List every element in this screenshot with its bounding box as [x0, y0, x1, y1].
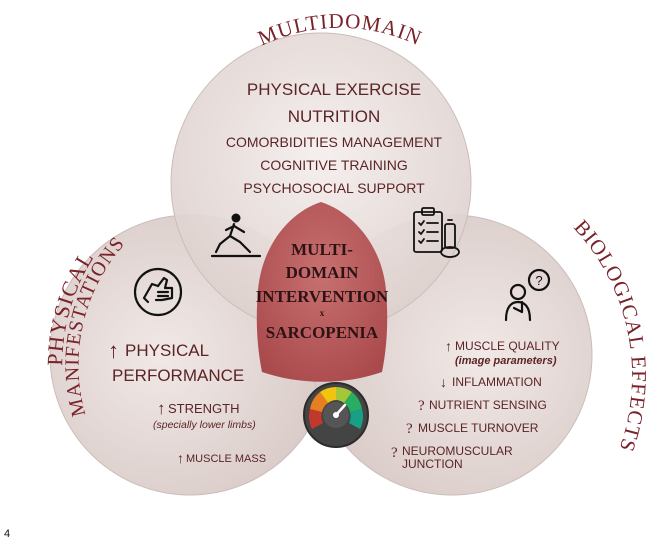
inflammation-label: INFLAMMATION: [452, 375, 542, 389]
figure-number: 4: [4, 528, 10, 540]
muscle-mass-label: MUSCLE MASS: [186, 453, 266, 465]
center-label: MULTI- DOMAIN INTERVENTION x SARCOPENIA: [256, 240, 389, 342]
thinking-person-icon: ?: [504, 268, 551, 322]
physical-performance-line2: PERFORMANCE: [112, 366, 244, 385]
arrow-up-muscle-quality: ↑: [445, 338, 452, 354]
question-turnover: ?: [406, 421, 413, 437]
top-item-comorbidities: COMORBIDITIES MANAGEMENT: [226, 134, 443, 150]
top-item-exercise: PHYSICAL EXERCISE: [247, 80, 421, 99]
muscle-quality-label: MUSCLE QUALITY: [455, 339, 560, 353]
gauge-meter-icon: [303, 382, 369, 448]
top-item-nutrition: NUTRITION: [288, 107, 381, 126]
center-line-3: INTERVENTION: [256, 287, 389, 306]
question-neuromuscular: ?: [391, 445, 398, 461]
arrow-up-strength: ↑: [157, 399, 166, 418]
center-line-1: MULTI-: [291, 240, 353, 259]
strength-note: (specially lower limbs): [153, 419, 256, 431]
nutrition-checklist-icon: [413, 207, 460, 258]
thumbs-up-arm-icon: [133, 267, 183, 317]
arrow-down-inflammation: ↓: [440, 374, 447, 390]
neuromuscular-line2: JUNCTION: [402, 457, 463, 471]
muscle-turnover-label: MUSCLE TURNOVER: [418, 421, 539, 435]
center-line-2: DOMAIN: [286, 263, 359, 282]
center-intersection: [256, 202, 388, 382]
exercise-lunge-icon: [210, 213, 262, 258]
strength-label: STRENGTH: [168, 401, 240, 416]
center-line-5: SARCOPENIA: [266, 323, 379, 342]
nutrient-sensing-label: NUTRIENT SENSING: [429, 398, 547, 412]
svg-text:?: ?: [535, 273, 542, 288]
arrow-up-performance: ↑: [108, 338, 119, 363]
top-item-cognitive: COGNITIVE TRAINING: [260, 157, 408, 173]
muscle-quality-note: (image parameters): [455, 355, 557, 367]
neuromuscular-line1: NEUROMUSCULAR: [402, 444, 513, 458]
arrow-up-muscle-mass: ↑: [177, 450, 184, 466]
center-line-4: x: [320, 308, 325, 318]
question-nutrient: ?: [418, 398, 425, 414]
top-item-psychosocial: PSYCHOSOCIAL SUPPORT: [243, 180, 425, 196]
physical-performance-line1: PHYSICAL: [125, 341, 209, 360]
